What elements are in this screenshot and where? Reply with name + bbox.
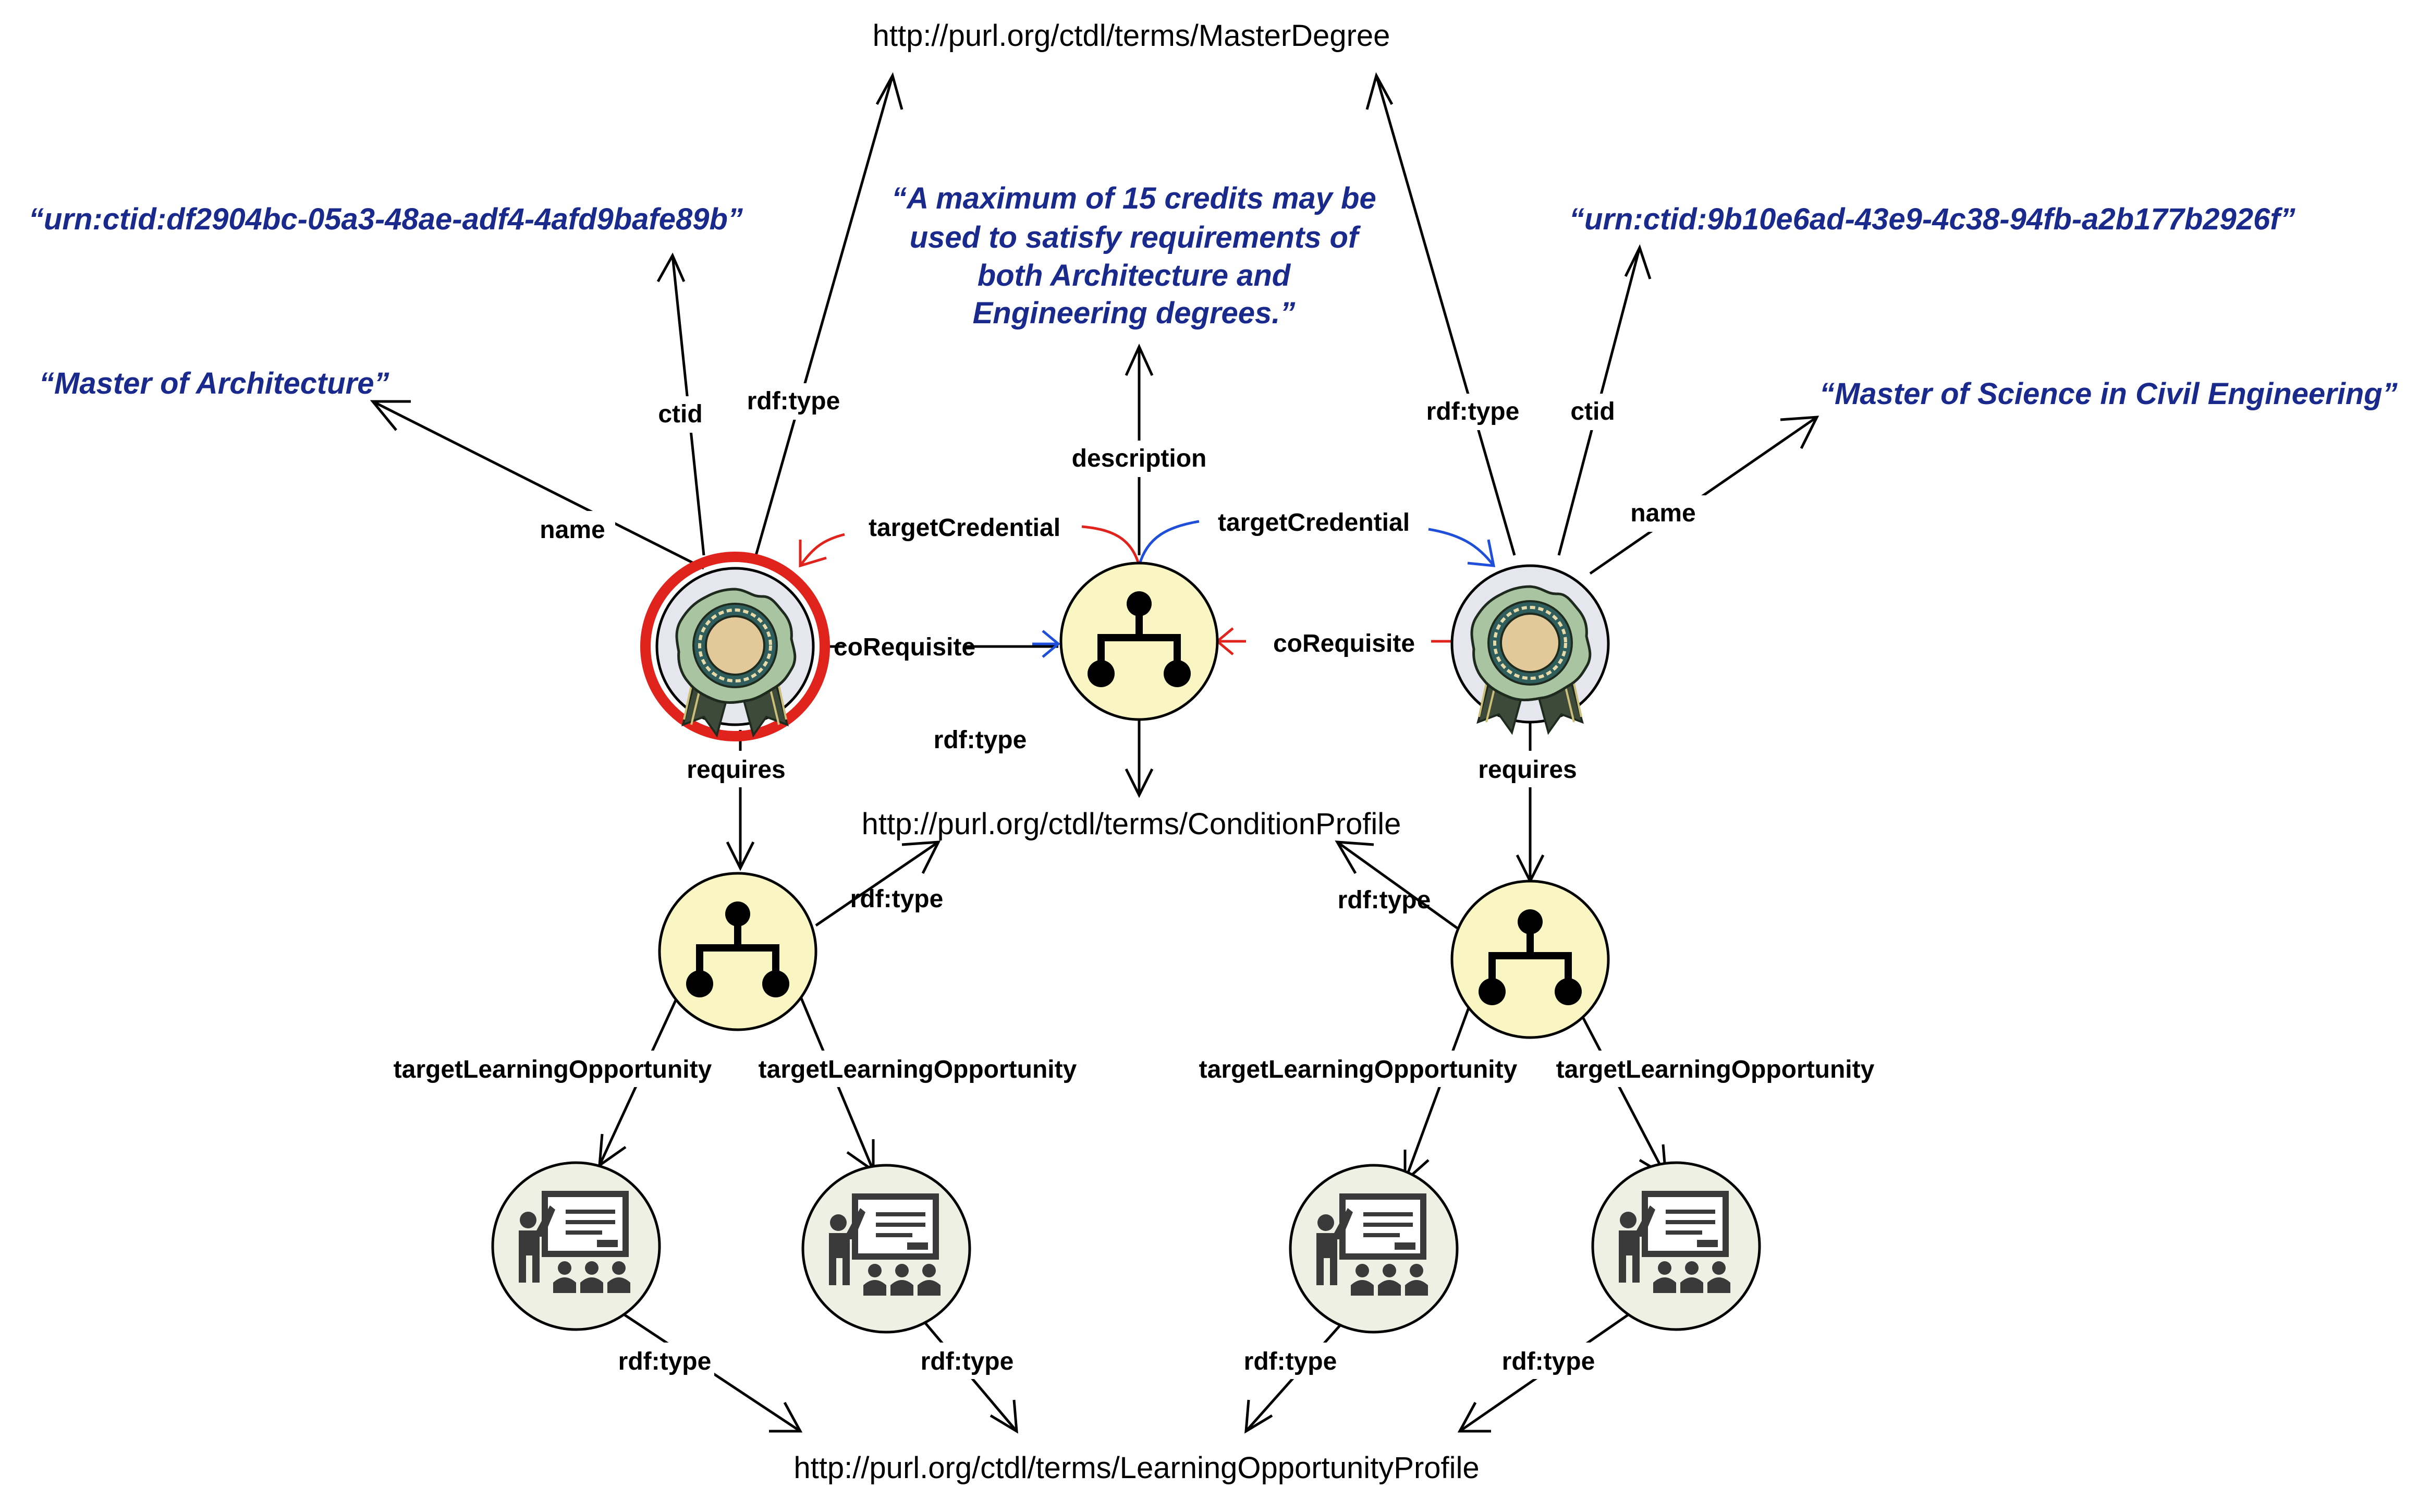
learning-node-3[interactable] — [1289, 1164, 1459, 1334]
arrowhead-right-rdftype — [1365, 72, 1394, 110]
label-ctid-right: ctid — [1570, 398, 1615, 425]
label-tlo-2: targetLearningOpportunity — [759, 1056, 1077, 1083]
arrowhead-center-description — [1125, 343, 1154, 376]
uri-learning-opportunity-profile: http://purl.org/ctdl/terms/LearningOppor… — [793, 1451, 1479, 1485]
edge-target-credential-left-tail — [799, 533, 845, 567]
arrowhead-center-rdftype — [1125, 768, 1154, 798]
edge-left-name — [372, 400, 705, 570]
edge-label-layer: name ctid rdf:type targetCredential coRe… — [383, 383, 1890, 1379]
edge-target-credential-right — [1138, 520, 1200, 566]
learning-node-4[interactable] — [1591, 1161, 1761, 1331]
condition-node-center[interactable] — [1059, 562, 1219, 721]
label-description: description — [1072, 445, 1207, 472]
arrowhead-left-cp-rdftype — [901, 840, 941, 874]
arrowhead-lo4-rdftype — [1457, 1401, 1491, 1433]
label-rdftype-lo2: rdf:type — [921, 1348, 1014, 1375]
credential-node-right[interactable] — [1450, 564, 1610, 733]
label-ctid-left: ctid — [658, 400, 702, 428]
literal-name-left: “Master of Architecture” — [39, 367, 389, 400]
label-requires-left: requires — [687, 756, 785, 784]
arrowhead-lo3-rdftype — [1244, 1399, 1273, 1434]
arrowhead-left-name — [370, 400, 411, 431]
arrowhead-target-credential-left — [799, 540, 827, 568]
learning-node-2[interactable] — [801, 1164, 971, 1334]
arrowhead-left-ctid — [656, 252, 686, 283]
arrowhead-right-ctid — [1624, 244, 1652, 279]
label-target-credential-right: targetCredential — [1218, 509, 1410, 536]
edge-target-credential-left — [1081, 525, 1141, 566]
condition-node-right[interactable] — [1450, 880, 1610, 1039]
label-tlo-3: targetLearningOpportunity — [1199, 1056, 1518, 1083]
arrowhead-left-rdftype — [875, 72, 903, 110]
label-rdftype-lo3: rdf:type — [1244, 1348, 1337, 1375]
edge-left-cp-rdftype — [815, 840, 939, 927]
literal-ctid-right: “urn:ctid:9b10e6ad-43e9-4c38-94fb-a2b177… — [1569, 202, 2295, 236]
edge-right-rdftype — [1375, 75, 1516, 556]
arrowhead-lo2-rdftype — [990, 1399, 1018, 1434]
label-rdftype-right-cp: rdf:type — [1338, 886, 1431, 914]
edge-right-tlo-1 — [1403, 1003, 1472, 1181]
arrowhead-right-name — [1780, 416, 1819, 449]
label-target-credential-left: targetCredential — [869, 514, 1060, 542]
label-rdftype-lo1: rdf:type — [618, 1348, 712, 1375]
label-rdftype-lo4: rdf:type — [1502, 1348, 1595, 1375]
arrowhead-left-requires — [726, 841, 755, 871]
arrowhead-target-credential-right — [1467, 539, 1496, 567]
literal-description: “A maximum of 15 credits may be used to … — [892, 181, 1376, 330]
condition-node-left[interactable] — [658, 872, 817, 1031]
label-rdftype-left: rdf:type — [747, 387, 840, 415]
literal-name-right: “Master of Science in Civil Engineering” — [1819, 377, 2398, 411]
literal-description-line-1: “A maximum of 15 credits may be — [892, 181, 1376, 215]
label-corequisite-left: coRequisite — [834, 633, 975, 661]
label-corequisite-right: coRequisite — [1273, 630, 1415, 657]
literal-ctid-left: “urn:ctid:df2904bc-05a3-48ae-adf4-4afd9b… — [29, 202, 743, 236]
highlight-ring — [640, 552, 830, 741]
edge-target-credential-right-tail — [1428, 528, 1495, 567]
uri-master-degree: http://purl.org/ctdl/terms/MasterDegree — [873, 19, 1390, 53]
edge-right-cp-rdftype — [1336, 840, 1458, 930]
label-name-left: name — [540, 516, 605, 544]
label-requires-right: requires — [1478, 756, 1577, 784]
arrowhead-lo1-rdftype — [769, 1401, 803, 1433]
label-rdftype-right: rdf:type — [1426, 398, 1520, 425]
learning-node-1[interactable] — [491, 1161, 661, 1331]
label-tlo-4: targetLearningOpportunity — [1556, 1056, 1875, 1083]
label-name-right: name — [1630, 499, 1695, 527]
literal-description-line-3: both Architecture and — [978, 259, 1291, 292]
edge-left-rdftype — [754, 75, 894, 556]
credential-node-left[interactable] — [640, 552, 830, 741]
literal-description-line-4: Engineering degrees.” — [973, 296, 1296, 330]
label-rdftype-left-cp: rdf:type — [850, 885, 944, 913]
edge-right-tlo-2 — [1576, 1005, 1667, 1177]
uri-condition-profile: http://purl.org/ctdl/terms/ConditionProf… — [862, 807, 1401, 841]
arrowhead-right-cp-rdftype — [1335, 840, 1374, 874]
literal-description-line-2: used to satisfy requirements of — [910, 221, 1361, 254]
label-tlo-1: targetLearningOpportunity — [394, 1056, 712, 1083]
label-rdftype-center: rdf:type — [934, 726, 1027, 754]
